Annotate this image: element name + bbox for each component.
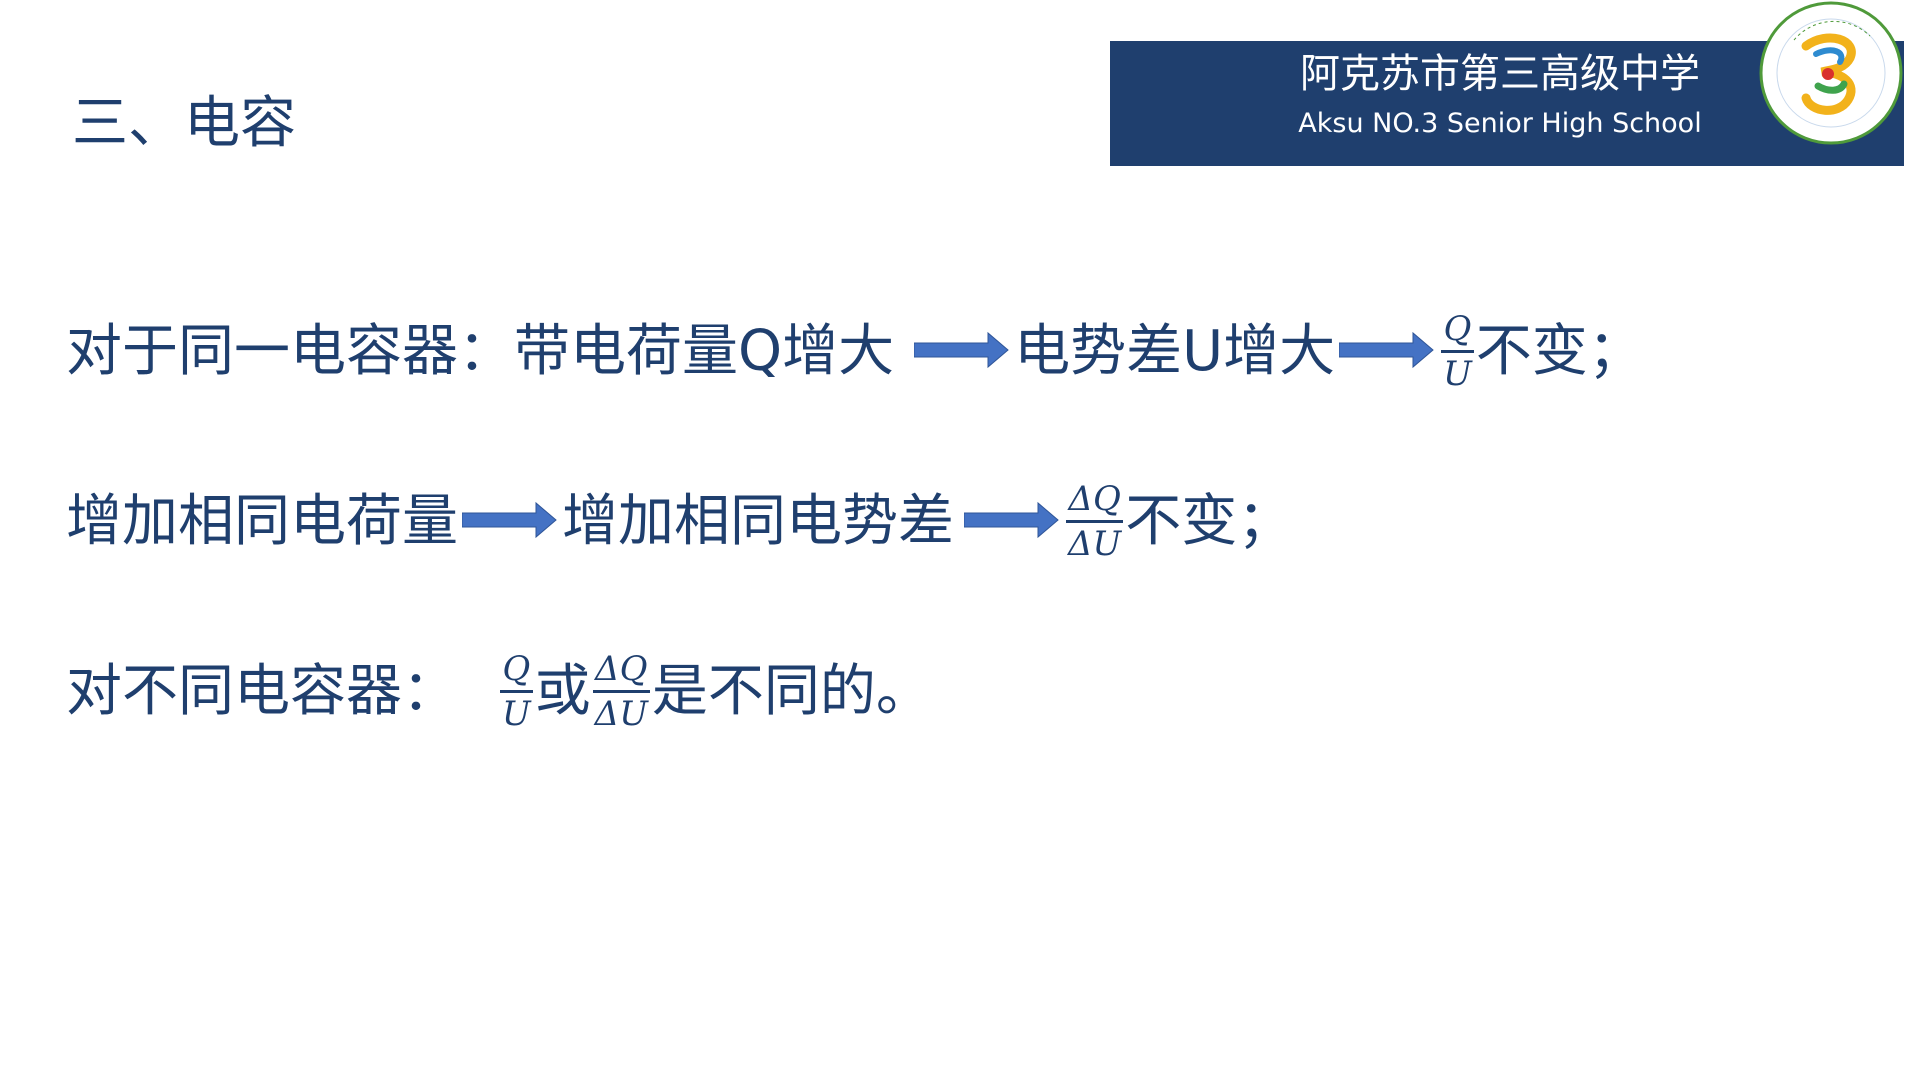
- fraction-numerator: ΔQ: [595, 649, 648, 689]
- fraction-denominator: U: [500, 690, 533, 733]
- fraction-numerator: Q: [1443, 309, 1472, 349]
- arrow-right-icon: [461, 482, 558, 562]
- fraction-numerator: ΔQ: [1068, 479, 1121, 519]
- line3-text-a: 对不同电容器：: [66, 658, 458, 724]
- line3-text-c: 是不同的。: [651, 658, 932, 724]
- fraction-denominator: ΔU: [1066, 520, 1124, 563]
- line1-text-b: 电势差U增大: [1014, 318, 1336, 384]
- school-name-cn: 阿克苏市第三高级中学: [1300, 51, 1700, 97]
- slide-title: 三、电容: [72, 91, 296, 156]
- school-logo: [1758, 0, 1904, 146]
- fraction-numerator: Q: [502, 649, 531, 689]
- arrow-right-icon: [913, 312, 1010, 392]
- arrow-right-icon: [1338, 312, 1435, 392]
- fraction-denominator: U: [1441, 350, 1474, 393]
- statement-line-2: 增加相同电荷量 增加相同电势差 ΔQ ΔU 不变；: [66, 480, 1293, 563]
- fraction-delta-q-over-delta-u: ΔQ ΔU: [1066, 479, 1124, 563]
- arrow-right-icon: [963, 482, 1060, 562]
- fraction-denominator: ΔU: [592, 690, 650, 733]
- line2-text-c: 不变；: [1125, 488, 1294, 554]
- school-name-en: Aksu NO.3 Senior High School: [1298, 108, 1702, 139]
- statement-line-3: 对不同电容器： Q U 或 ΔQ ΔU 是不同的。: [66, 650, 932, 733]
- line2-text-a: 增加相同电荷量: [66, 488, 458, 554]
- statement-line-1: 对于同一电容器：带电荷量Q增大 电势差U增大 Q U 不变；: [66, 310, 1644, 393]
- fraction-q-over-u: Q U: [1441, 310, 1474, 393]
- line1-text-a: 对于同一电容器：带电荷量Q增大: [66, 318, 895, 384]
- line3-text-b: 或: [534, 658, 591, 724]
- fraction-q-over-u: Q U: [500, 650, 533, 733]
- line1-text-c: 不变；: [1475, 318, 1644, 384]
- line2-text-b: 增加相同电势差: [562, 488, 954, 554]
- fraction-delta-q-over-delta-u: ΔQ ΔU: [592, 649, 650, 733]
